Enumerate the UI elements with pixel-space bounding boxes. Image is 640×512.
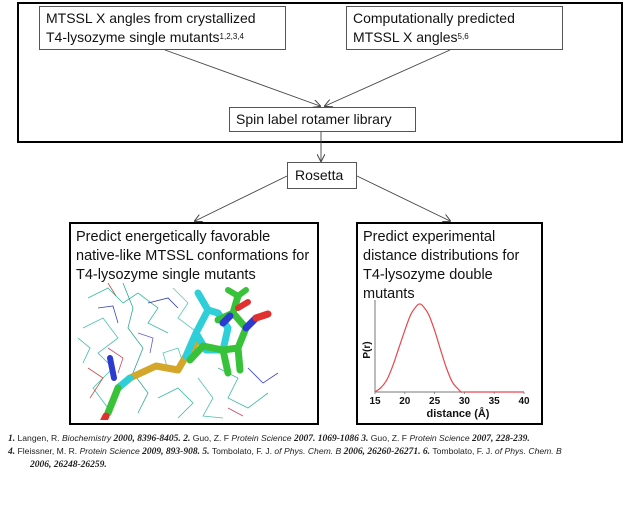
library-generation-frame bbox=[17, 2, 623, 143]
conformation-prediction-text: Predict energetically favorable native-l… bbox=[76, 229, 310, 283]
chart-x-tick-label: 30 bbox=[459, 396, 471, 407]
reference-journal: Protein Science bbox=[409, 433, 473, 443]
reference-year-pages: 2007, 228-239. bbox=[472, 434, 530, 444]
chart-xlabel: distance (Å) bbox=[427, 407, 490, 420]
reference-journal: Protein Science bbox=[231, 433, 294, 443]
reference-year-pages: 2000, 8396-8405. bbox=[113, 434, 184, 444]
reference-author: Langen, R. bbox=[17, 433, 62, 443]
reference-author: Tombolato, F. J. bbox=[211, 446, 275, 456]
reference-number: 1. bbox=[8, 434, 18, 444]
crystal-angles-box: MTSSL X angles from crystallized T4-lyso… bbox=[39, 6, 286, 50]
mtssl-sticks bbox=[100, 287, 272, 420]
reference-year-pages: 2006, 26248-26259. bbox=[30, 460, 107, 470]
reference-author: Fleissner, M. R. bbox=[17, 446, 80, 456]
reference-year-pages: 2006, 26260-26271. bbox=[343, 447, 423, 457]
chart-x-tick-label: 15 bbox=[369, 396, 381, 407]
distance-prediction-text: Predict experimental distance distributi… bbox=[363, 229, 520, 302]
arrow-rosetta-to-conformations bbox=[195, 175, 288, 221]
reference-part: of Phys. Chem. B bbox=[494, 446, 562, 456]
chart-x-tick-label: 35 bbox=[489, 396, 501, 407]
conformation-prediction-box: Predict energetically favorable native-l… bbox=[69, 222, 319, 425]
reference-author: Guo, Z. F bbox=[370, 433, 410, 443]
reference-line: 4. Fleissner, M. R. Protein Science 2009… bbox=[8, 445, 628, 458]
reference-number: 5. bbox=[202, 447, 212, 457]
reference-year-pages: 2009, 893-908. bbox=[142, 447, 203, 457]
rosetta-box: Rosetta bbox=[287, 162, 357, 189]
reference-line: 1. Langen, R. Biochemistry 2000, 8396-84… bbox=[8, 432, 628, 445]
reference-number: 4. bbox=[8, 447, 18, 457]
predicted-angles-refs: 5,6 bbox=[457, 32, 469, 41]
chart-x-tick-label: 20 bbox=[399, 396, 411, 407]
distance-prediction-box: Predict experimental distance distributi… bbox=[356, 222, 543, 425]
reference-journal: Protein Science bbox=[79, 446, 143, 456]
reference-journal: Biochemistry bbox=[61, 433, 114, 443]
chart-x-tick-label: 25 bbox=[429, 396, 441, 407]
reference-part: Tombolato, F. J. bbox=[432, 446, 495, 456]
distance-distribution-chart: 15 20 25 30 35 40 distance (Å) P(r) bbox=[362, 300, 530, 420]
predicted-angles-text: Computationally predicted MTSSL X angles bbox=[353, 10, 515, 45]
chart-ylabel: P(r) bbox=[362, 341, 373, 358]
reference-number: 3. bbox=[361, 434, 371, 444]
crystal-angles-text: MTSSL X angles from crystallized T4-lyso… bbox=[46, 10, 256, 45]
mtssl-structure-image bbox=[78, 282, 279, 420]
reference-number: 2. bbox=[183, 434, 193, 444]
rosetta-text: Rosetta bbox=[295, 167, 344, 183]
reference-year-pages: 2007. 1069-1086 bbox=[293, 434, 362, 444]
arrow-rosetta-to-distances bbox=[356, 175, 450, 221]
reference-author: Guo, Z. F bbox=[192, 433, 232, 443]
rotamer-library-box: Spin label rotamer library bbox=[229, 107, 416, 132]
reference-journal: of Phys. Chem. B bbox=[274, 446, 344, 456]
crystal-angles-refs: 1,2,3,4 bbox=[219, 32, 244, 41]
references: 1. Langen, R. Biochemistry 2000, 8396-84… bbox=[8, 432, 628, 471]
chart-series-pr bbox=[374, 303, 524, 393]
reference-part: 6. bbox=[422, 447, 433, 457]
rotamer-library-text: Spin label rotamer library bbox=[236, 111, 392, 127]
predicted-angles-box: Computationally predicted MTSSL X angles… bbox=[346, 6, 563, 50]
chart-x-tick-label: 40 bbox=[518, 396, 530, 407]
reference-line: 2006, 26248-26259. bbox=[8, 458, 628, 471]
